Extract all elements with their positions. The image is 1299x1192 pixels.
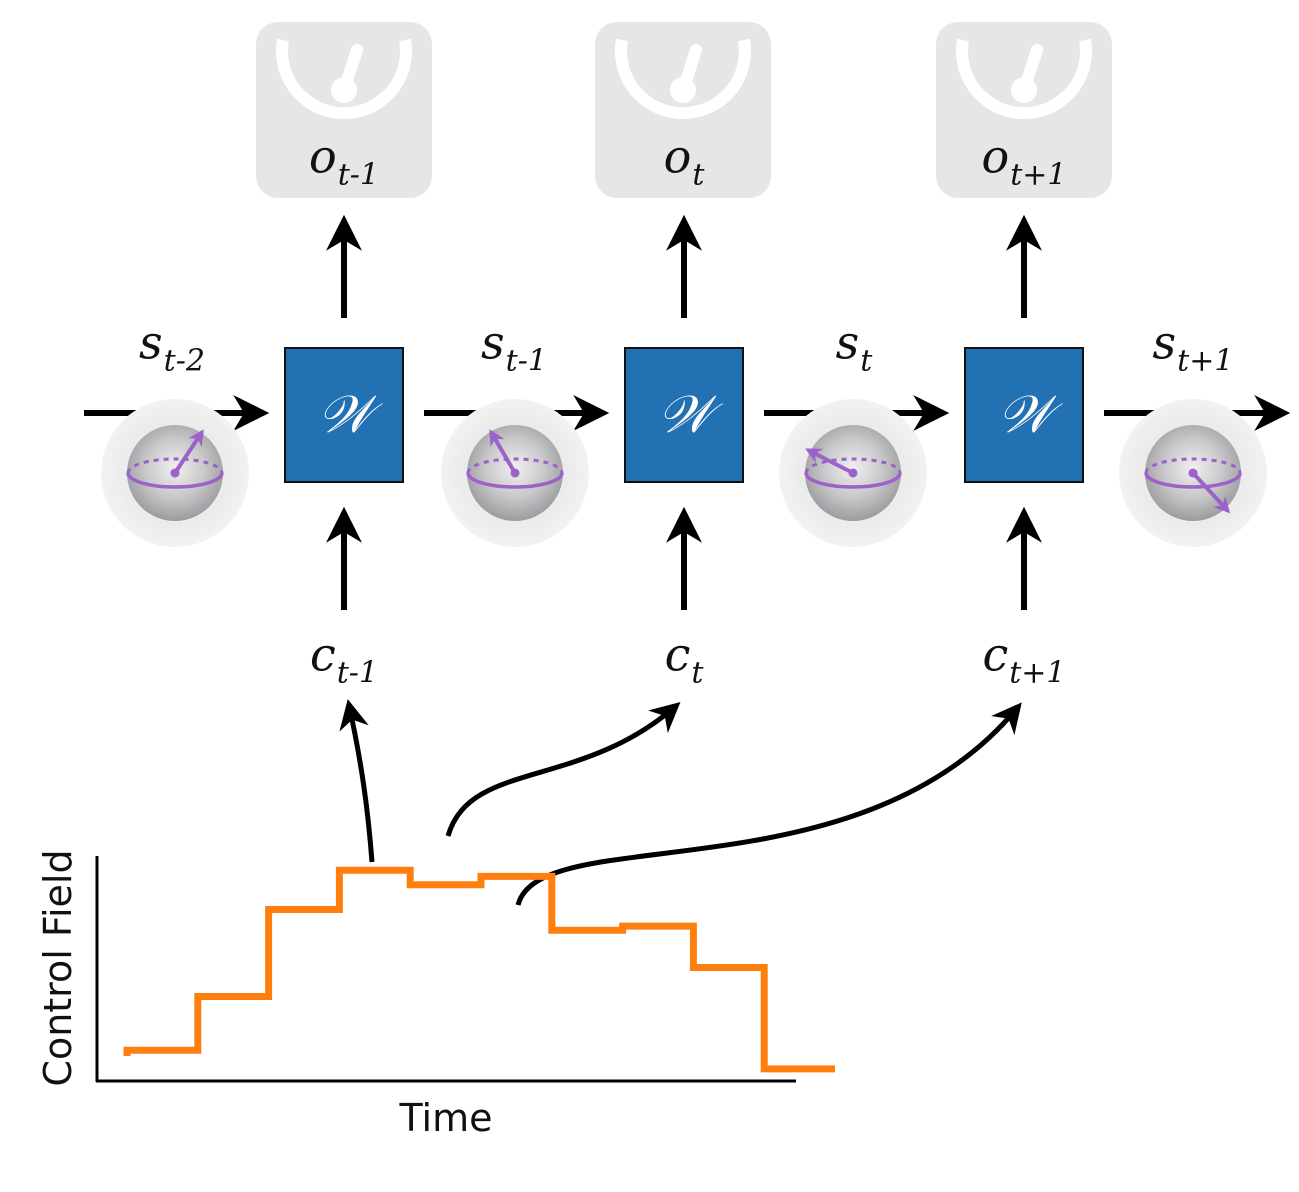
meter-2 bbox=[595, 22, 771, 198]
qubit-sphere-3 bbox=[779, 399, 927, 547]
observation-label-1: ot-1 bbox=[309, 129, 379, 193]
operator-box-3 bbox=[964, 347, 1084, 483]
operator-label-3: 𝒲 bbox=[997, 385, 1053, 445]
qubit-sphere-1 bbox=[101, 399, 249, 547]
curve-arrow-2 bbox=[445, 702, 681, 837]
y-axis-label: Control Field bbox=[36, 849, 80, 1087]
operator-label-2: 𝒲 bbox=[657, 385, 713, 445]
control-label-3: ct+1 bbox=[982, 627, 1066, 691]
curve-arrow-3 bbox=[515, 702, 1022, 906]
control-field-line bbox=[123, 866, 835, 1073]
x-axis-label: Time bbox=[399, 1096, 493, 1140]
control-label-2: ct bbox=[664, 627, 704, 691]
state-label-1: st-2 bbox=[139, 315, 205, 379]
qubit-sphere-4 bbox=[1119, 399, 1267, 547]
operator-box-1 bbox=[284, 347, 404, 483]
control-label-1: ct-1 bbox=[309, 627, 379, 691]
state-label-3: st bbox=[835, 315, 873, 379]
meter-1 bbox=[256, 22, 432, 198]
observation-label-3: ot+1 bbox=[981, 129, 1067, 193]
qubit-sphere-2 bbox=[441, 399, 589, 547]
state-label-2: st-1 bbox=[481, 315, 547, 379]
state-label-4: st+1 bbox=[1152, 315, 1234, 379]
observation-label-2: ot bbox=[663, 129, 705, 193]
operator-label-1: 𝒲 bbox=[317, 385, 373, 445]
meter-3 bbox=[936, 22, 1112, 198]
operator-box-2 bbox=[624, 347, 744, 483]
curve-arrow-1 bbox=[339, 699, 375, 863]
